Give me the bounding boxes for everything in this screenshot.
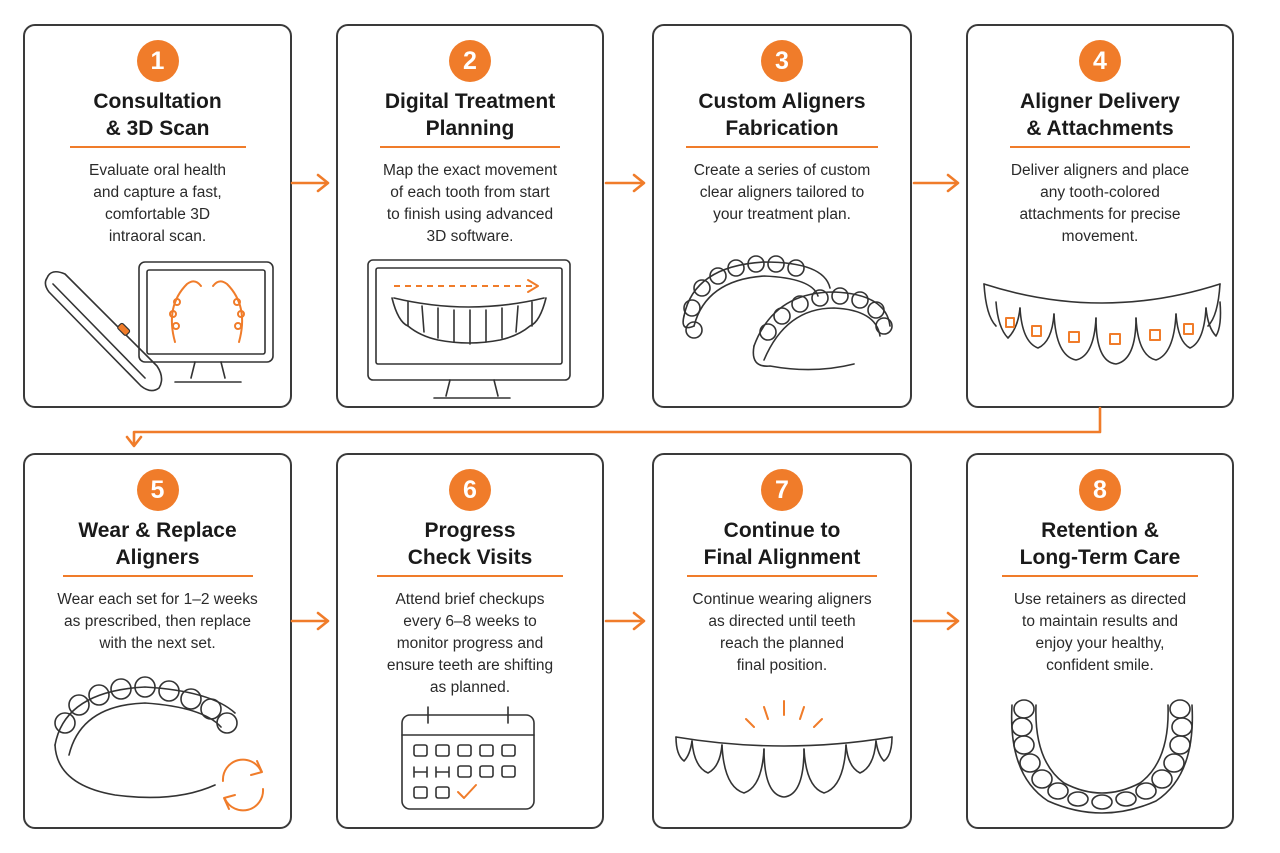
retainer-icon — [1010, 699, 1194, 814]
step-number-badge: 7 — [761, 469, 803, 511]
step-number-badge: 5 — [136, 469, 179, 511]
title-underline — [1010, 146, 1190, 148]
aligner-replace-icon — [54, 676, 265, 812]
smile-teeth-icon — [675, 700, 893, 798]
title-underline — [69, 146, 246, 148]
step-number-badge: 6 — [449, 469, 491, 511]
arrow-right-icon — [912, 611, 960, 631]
arrow-right-icon — [290, 173, 330, 193]
arrow-right-icon — [912, 173, 960, 193]
title-underline — [380, 146, 560, 148]
title-underline — [377, 575, 563, 577]
title-underline — [1002, 575, 1198, 577]
arrow-right-icon — [604, 611, 646, 631]
arrow-right-icon — [604, 173, 646, 193]
teeth-with-attachments-icon — [983, 283, 1222, 365]
step-title: Retention &Long-Term Care — [1019, 519, 1181, 569]
calendar-check-icon — [401, 706, 535, 810]
step-number-badge: 1 — [136, 40, 179, 82]
wrap-arrow-icon — [125, 406, 1102, 448]
step-title: Consultation& 3D Scan — [93, 90, 222, 140]
step-number-badge: 4 — [1079, 40, 1121, 82]
aligner-trays-icon — [682, 255, 893, 371]
step-number-badge: 8 — [1079, 469, 1121, 511]
monitor-teeth-plan-icon — [367, 259, 571, 399]
intraoral-scanner-and-monitor-icon — [44, 261, 274, 392]
arrow-right-icon — [290, 611, 330, 631]
step-card-4: 4 Aligner Delivery& Attachments Deliver … — [966, 24, 1234, 408]
title-underline — [62, 575, 253, 577]
title-underline — [687, 575, 877, 577]
step-card-1: 1 Consultation& 3D Scan Evaluate oral he… — [23, 24, 292, 408]
step-card-8: 8 Retention &Long-Term Care Use retainer… — [966, 453, 1234, 829]
title-underline — [686, 146, 878, 148]
step-number-badge: 2 — [449, 40, 491, 82]
step-title: Aligner Delivery& Attachments — [1020, 90, 1180, 140]
step-number-badge: 3 — [761, 40, 803, 82]
